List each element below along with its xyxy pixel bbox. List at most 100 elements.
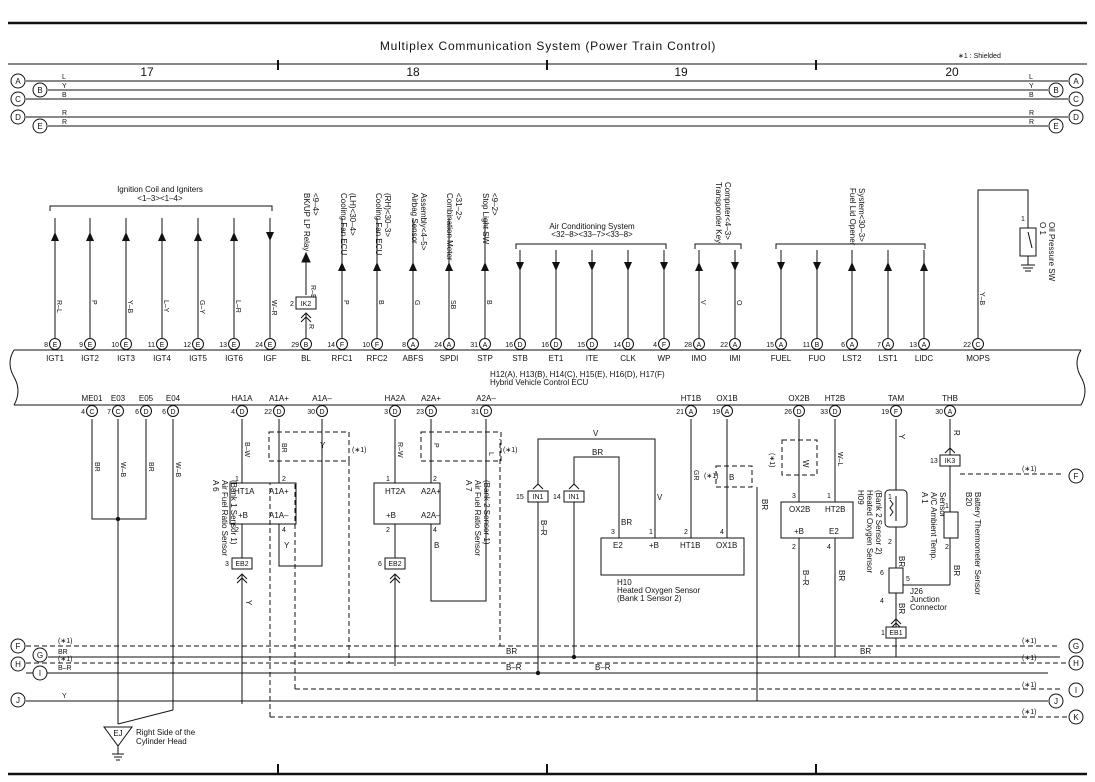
arrow-up-icon <box>481 262 489 271</box>
pin-connector-letter: D <box>319 409 324 416</box>
pin-number: 4 <box>653 342 657 349</box>
connector-circle <box>944 405 956 417</box>
svg-text:Sensor: Sensor <box>938 492 947 518</box>
svg-text:3: 3 <box>225 561 229 568</box>
svg-text:Connector: Connector <box>910 603 947 612</box>
pin-name: IGT6 <box>225 354 243 363</box>
svg-text:I: I <box>1075 686 1077 695</box>
bottom-bus-lines <box>26 439 1068 718</box>
pin-connector-letter: B <box>815 342 820 349</box>
pin-number: 26 <box>784 409 792 416</box>
svg-text:(∗1): (∗1) <box>704 473 718 480</box>
arrow-up-icon <box>695 262 703 271</box>
connector-circle <box>550 338 562 350</box>
connector-circle <box>389 405 401 417</box>
svg-text:BR: BR <box>952 565 961 576</box>
svg-text:(∗1): (∗1) <box>352 447 366 454</box>
pin-number: 24 <box>255 342 263 349</box>
svg-text:<31–2>: <31–2> <box>454 193 463 220</box>
ecu-code: H12(A), H13(B), H14(C), H15(E), H16(D), … <box>490 370 665 379</box>
svg-text:Combination Meter: Combination Meter <box>445 193 454 261</box>
connector-circle <box>443 338 455 350</box>
arrow-down-icon <box>516 262 524 271</box>
ground-wiring: EJ Right Side of the Cylinder Head <box>91 419 196 761</box>
connector-circle <box>693 338 705 350</box>
connector-circle <box>882 338 894 350</box>
svg-text:D: D <box>15 113 21 122</box>
pin-name: TAM <box>888 394 905 403</box>
pin-wire-color: L–R <box>234 300 241 313</box>
svg-text:BR: BR <box>897 556 906 567</box>
pin-name: ET1 <box>549 354 564 363</box>
top-group-labels: Ignition Coil and Igniters <1–3><1–4> Ai… <box>49 182 926 261</box>
arrow-up-icon <box>194 232 202 241</box>
pin-connector-letter: C <box>115 409 120 416</box>
pin-number: 6 <box>162 409 166 416</box>
connector-circle <box>811 338 823 350</box>
pin-name: LST1 <box>878 354 898 363</box>
pin-wire-color: GR <box>692 470 699 481</box>
svg-text:BR: BR <box>621 518 632 527</box>
connector-circle <box>918 338 930 350</box>
svg-text:E: E <box>1053 122 1058 131</box>
connector-circle <box>300 338 312 350</box>
pin-number: 8 <box>44 342 48 349</box>
svg-text:F: F <box>16 642 21 651</box>
svg-text:4: 4 <box>433 527 437 534</box>
svg-text:I: I <box>39 669 41 678</box>
pin-name: FUEL <box>771 354 792 363</box>
connector-circle <box>729 338 741 350</box>
svg-text:B–R: B–R <box>506 663 522 672</box>
pin-connector-letter: F <box>894 409 898 416</box>
svg-text:Y: Y <box>244 600 253 606</box>
pin-number: 14 <box>327 342 335 349</box>
pin-number: 16 <box>505 342 513 349</box>
svg-text:3: 3 <box>792 493 796 500</box>
pin-wire-color: W–B <box>119 462 126 478</box>
svg-text:A/C Ambient Temp.: A/C Ambient Temp. <box>929 492 938 560</box>
page-number-20: 20 <box>945 65 959 79</box>
svg-text:(∗1): (∗1) <box>1022 709 1036 716</box>
pin-connector-letter: B <box>304 342 309 349</box>
pin-connector-letter: A <box>948 409 953 416</box>
svg-text:A2A–: A2A– <box>421 511 441 520</box>
shield-note: ∗1 : Shielded <box>958 53 1001 60</box>
pin-connector-letter: A <box>779 342 784 349</box>
svg-text:<32–8><33–7><33–8>: <32–8><33–7><33–8> <box>551 230 633 239</box>
pin-number: 31 <box>470 342 478 349</box>
arrow-up-icon <box>338 262 346 271</box>
svg-text:A: A <box>1073 77 1079 86</box>
top-pin-row: E8IGT1R–LE9IGT2PE10IGT3Y–BE11IGT4L–YE12I… <box>44 218 990 363</box>
pin-number: 22 <box>963 342 971 349</box>
svg-text:1: 1 <box>235 476 239 483</box>
svg-text:F: F <box>1074 472 1079 481</box>
svg-text:IN1: IN1 <box>569 494 580 501</box>
pin-wire-color: B <box>377 300 384 305</box>
svg-text:2: 2 <box>888 539 892 546</box>
svg-text:BR: BR <box>897 603 906 614</box>
pin-connector-letter: D <box>143 409 148 416</box>
pin-name: E03 <box>111 394 126 403</box>
svg-text:W: W <box>801 460 810 468</box>
svg-text:B: B <box>1053 86 1058 95</box>
connector-circle <box>514 338 526 350</box>
svg-text:2: 2 <box>792 544 796 551</box>
svg-text:HT2A: HT2A <box>385 487 406 496</box>
svg-text:2: 2 <box>235 527 239 534</box>
arrow-up-icon <box>122 232 130 241</box>
svg-text:<9–2>: <9–2> <box>490 193 499 216</box>
pin-number: 6 <box>135 409 139 416</box>
pin-wire-color: P <box>90 300 97 305</box>
pin-wire-color: L <box>487 452 494 456</box>
pin-name: A1A– <box>312 394 332 403</box>
